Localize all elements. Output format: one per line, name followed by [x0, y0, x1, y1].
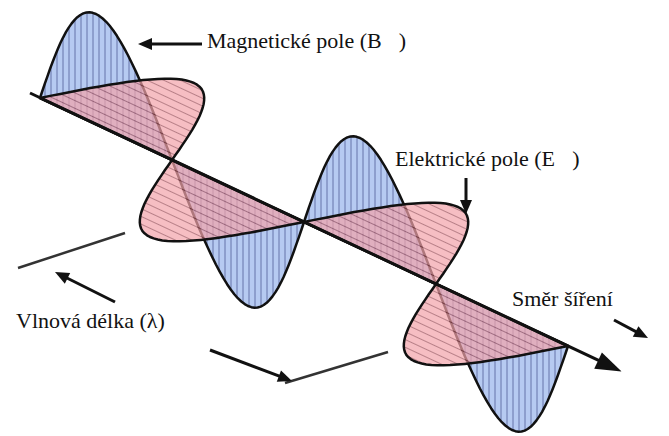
arrow-head	[460, 200, 472, 214]
field-label: Magnetické pole (B⃗)	[207, 28, 406, 54]
arrow-head	[594, 352, 621, 371]
arrow-head	[55, 272, 70, 284]
arrow-head	[138, 38, 152, 50]
direction-label: Směr šíření	[512, 286, 613, 312]
pointer-arrow	[614, 320, 639, 333]
arrow-head	[277, 370, 292, 381]
field-label: Elektrické pole (E⃗)	[395, 146, 579, 172]
arrow-head	[633, 326, 648, 338]
field-lobe	[140, 160, 304, 241]
pointer-arrow	[148, 43, 202, 46]
wavelength-label: Vlnová délka (λ)	[16, 308, 165, 334]
field-lobe	[304, 203, 468, 284]
pointer-arrow	[64, 276, 115, 302]
pointer-arrow	[210, 350, 283, 377]
field-lobe	[40, 79, 204, 160]
